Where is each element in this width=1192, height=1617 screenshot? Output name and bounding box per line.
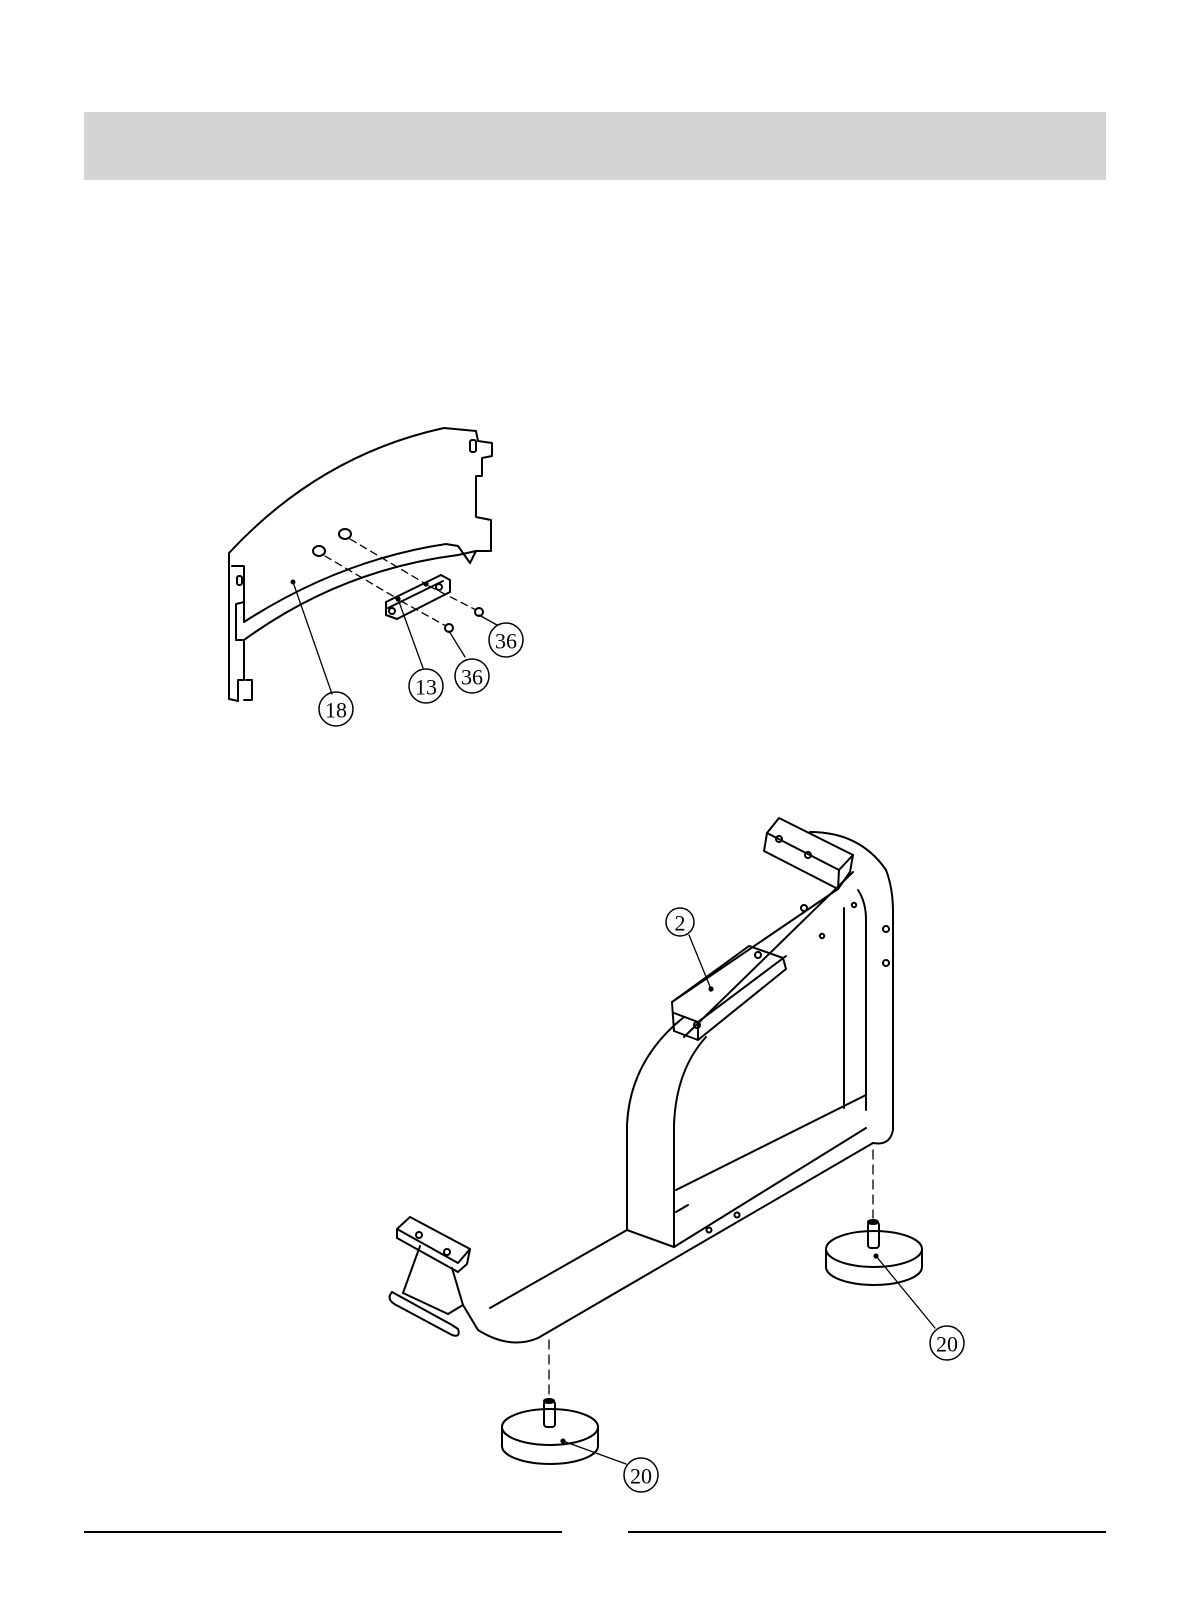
footer-rule-right (628, 1531, 1106, 1533)
callout-screw-lower: 36 (455, 659, 489, 693)
callout-cover-panel: 18 (319, 692, 353, 726)
rubber-foot-left (502, 1399, 598, 1464)
svg-text:20: 20 (630, 1464, 652, 1489)
svg-text:36: 36 (461, 665, 483, 690)
svg-text:20: 20 (936, 1332, 958, 1357)
callout-screw-upper: 36 (489, 623, 523, 657)
callout-foot-right: 20 (930, 1326, 964, 1360)
svg-text:13: 13 (415, 675, 437, 700)
callout-foot-left: 20 (624, 1458, 658, 1492)
callout-bracket: 13 (409, 669, 443, 703)
rubber-foot-right (826, 1220, 922, 1285)
footer-rule-left (84, 1531, 562, 1533)
screw (445, 608, 483, 632)
bracket (386, 575, 450, 619)
cover-panel (229, 428, 492, 701)
svg-text:18: 18 (325, 698, 347, 723)
callout-frame: 2 (666, 908, 694, 936)
svg-text:36: 36 (495, 629, 517, 654)
main-frame (390, 818, 893, 1343)
svg-text:2: 2 (675, 911, 686, 936)
foot-assembly-lines (549, 1150, 873, 1398)
